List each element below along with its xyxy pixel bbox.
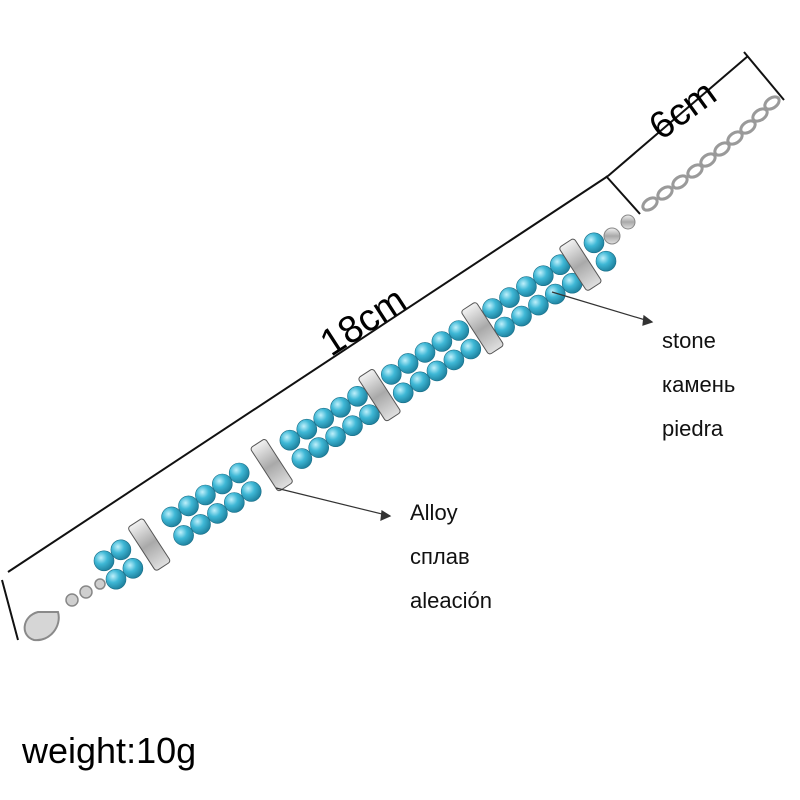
stone-label-ru: камень xyxy=(662,372,736,397)
weight-label: weight:10g xyxy=(22,730,197,771)
turquoise-bead xyxy=(528,294,549,316)
turquoise-bead xyxy=(359,404,380,426)
turquoise-bead xyxy=(409,371,431,393)
turquoise-bead xyxy=(291,448,313,469)
alloy-label-en: Alloy xyxy=(410,500,458,525)
turquoise-bead xyxy=(212,473,233,495)
extension-chain xyxy=(641,95,781,212)
dimension-line-main xyxy=(7,175,609,573)
lobster-clasp xyxy=(23,578,106,642)
turquoise-bead xyxy=(122,557,144,579)
alloy-label-ru: сплав xyxy=(410,544,470,569)
alloy-spacer xyxy=(461,302,504,355)
alloy-spacer xyxy=(128,518,171,571)
turquoise-bead xyxy=(110,539,132,561)
turquoise-bead xyxy=(448,320,470,341)
turquoise-bead xyxy=(296,418,318,440)
turquoise-bead xyxy=(516,276,537,297)
alloy-spacer xyxy=(250,439,293,492)
dimension-lines xyxy=(1,51,785,641)
alloy-spacers xyxy=(128,238,602,571)
dimension-tick-right xyxy=(743,51,785,101)
turquoise-bead xyxy=(178,495,199,517)
turquoise-bead xyxy=(392,382,414,404)
turquoise-bead xyxy=(207,503,228,524)
stone-label-es: piedra xyxy=(662,416,724,441)
dimension-line-extension xyxy=(607,55,749,177)
callout-pointers xyxy=(275,291,654,521)
stone-label-en: stone xyxy=(662,328,716,353)
turquoise-bead xyxy=(313,407,335,429)
turquoise-bead xyxy=(224,492,245,513)
turquoise-bead xyxy=(583,232,605,254)
turquoise-bead xyxy=(195,484,216,506)
turquoise-bead xyxy=(279,429,301,451)
turquoise-bead xyxy=(482,298,503,319)
dimension-tick-left xyxy=(1,579,19,641)
turquoise-bead xyxy=(499,287,520,308)
dimension-tick-middle xyxy=(605,175,641,215)
turquoise-bead xyxy=(240,481,262,502)
alloy-spacer xyxy=(559,238,602,291)
turquoise-bead xyxy=(380,364,402,385)
turquoise-bead xyxy=(161,506,182,528)
length-main-label: 18cm xyxy=(313,279,414,365)
turquoise-bead xyxy=(460,338,482,360)
stone-pointer xyxy=(551,291,653,323)
turquoise-bead xyxy=(93,550,115,572)
turquoise-bead xyxy=(325,426,346,448)
turquoise-bead xyxy=(443,349,465,371)
turquoise-bead xyxy=(347,385,368,407)
turquoise-bead xyxy=(173,525,194,546)
turquoise-bead xyxy=(532,265,554,287)
alloy-label-es: aleación xyxy=(410,588,492,613)
turquoise-bead xyxy=(511,305,532,327)
right-end-cap xyxy=(603,214,636,245)
turquoise-bead xyxy=(414,342,436,363)
alloy-spacer xyxy=(358,369,401,422)
turquoise-bead xyxy=(426,360,448,382)
turquoise-bead xyxy=(431,331,453,352)
alloy-pointer xyxy=(275,487,391,517)
turquoise-bead xyxy=(595,250,617,272)
turquoise-bead xyxy=(228,462,250,484)
turquoise-bead xyxy=(544,283,566,305)
bead-strands xyxy=(93,232,617,590)
turquoise-bead xyxy=(397,353,419,374)
turquoise-bead xyxy=(105,568,127,590)
turquoise-bead xyxy=(342,415,363,437)
turquoise-bead xyxy=(494,316,515,338)
turquoise-bead xyxy=(308,437,330,458)
turquoise-bead xyxy=(330,396,351,418)
turquoise-bead xyxy=(190,514,211,535)
